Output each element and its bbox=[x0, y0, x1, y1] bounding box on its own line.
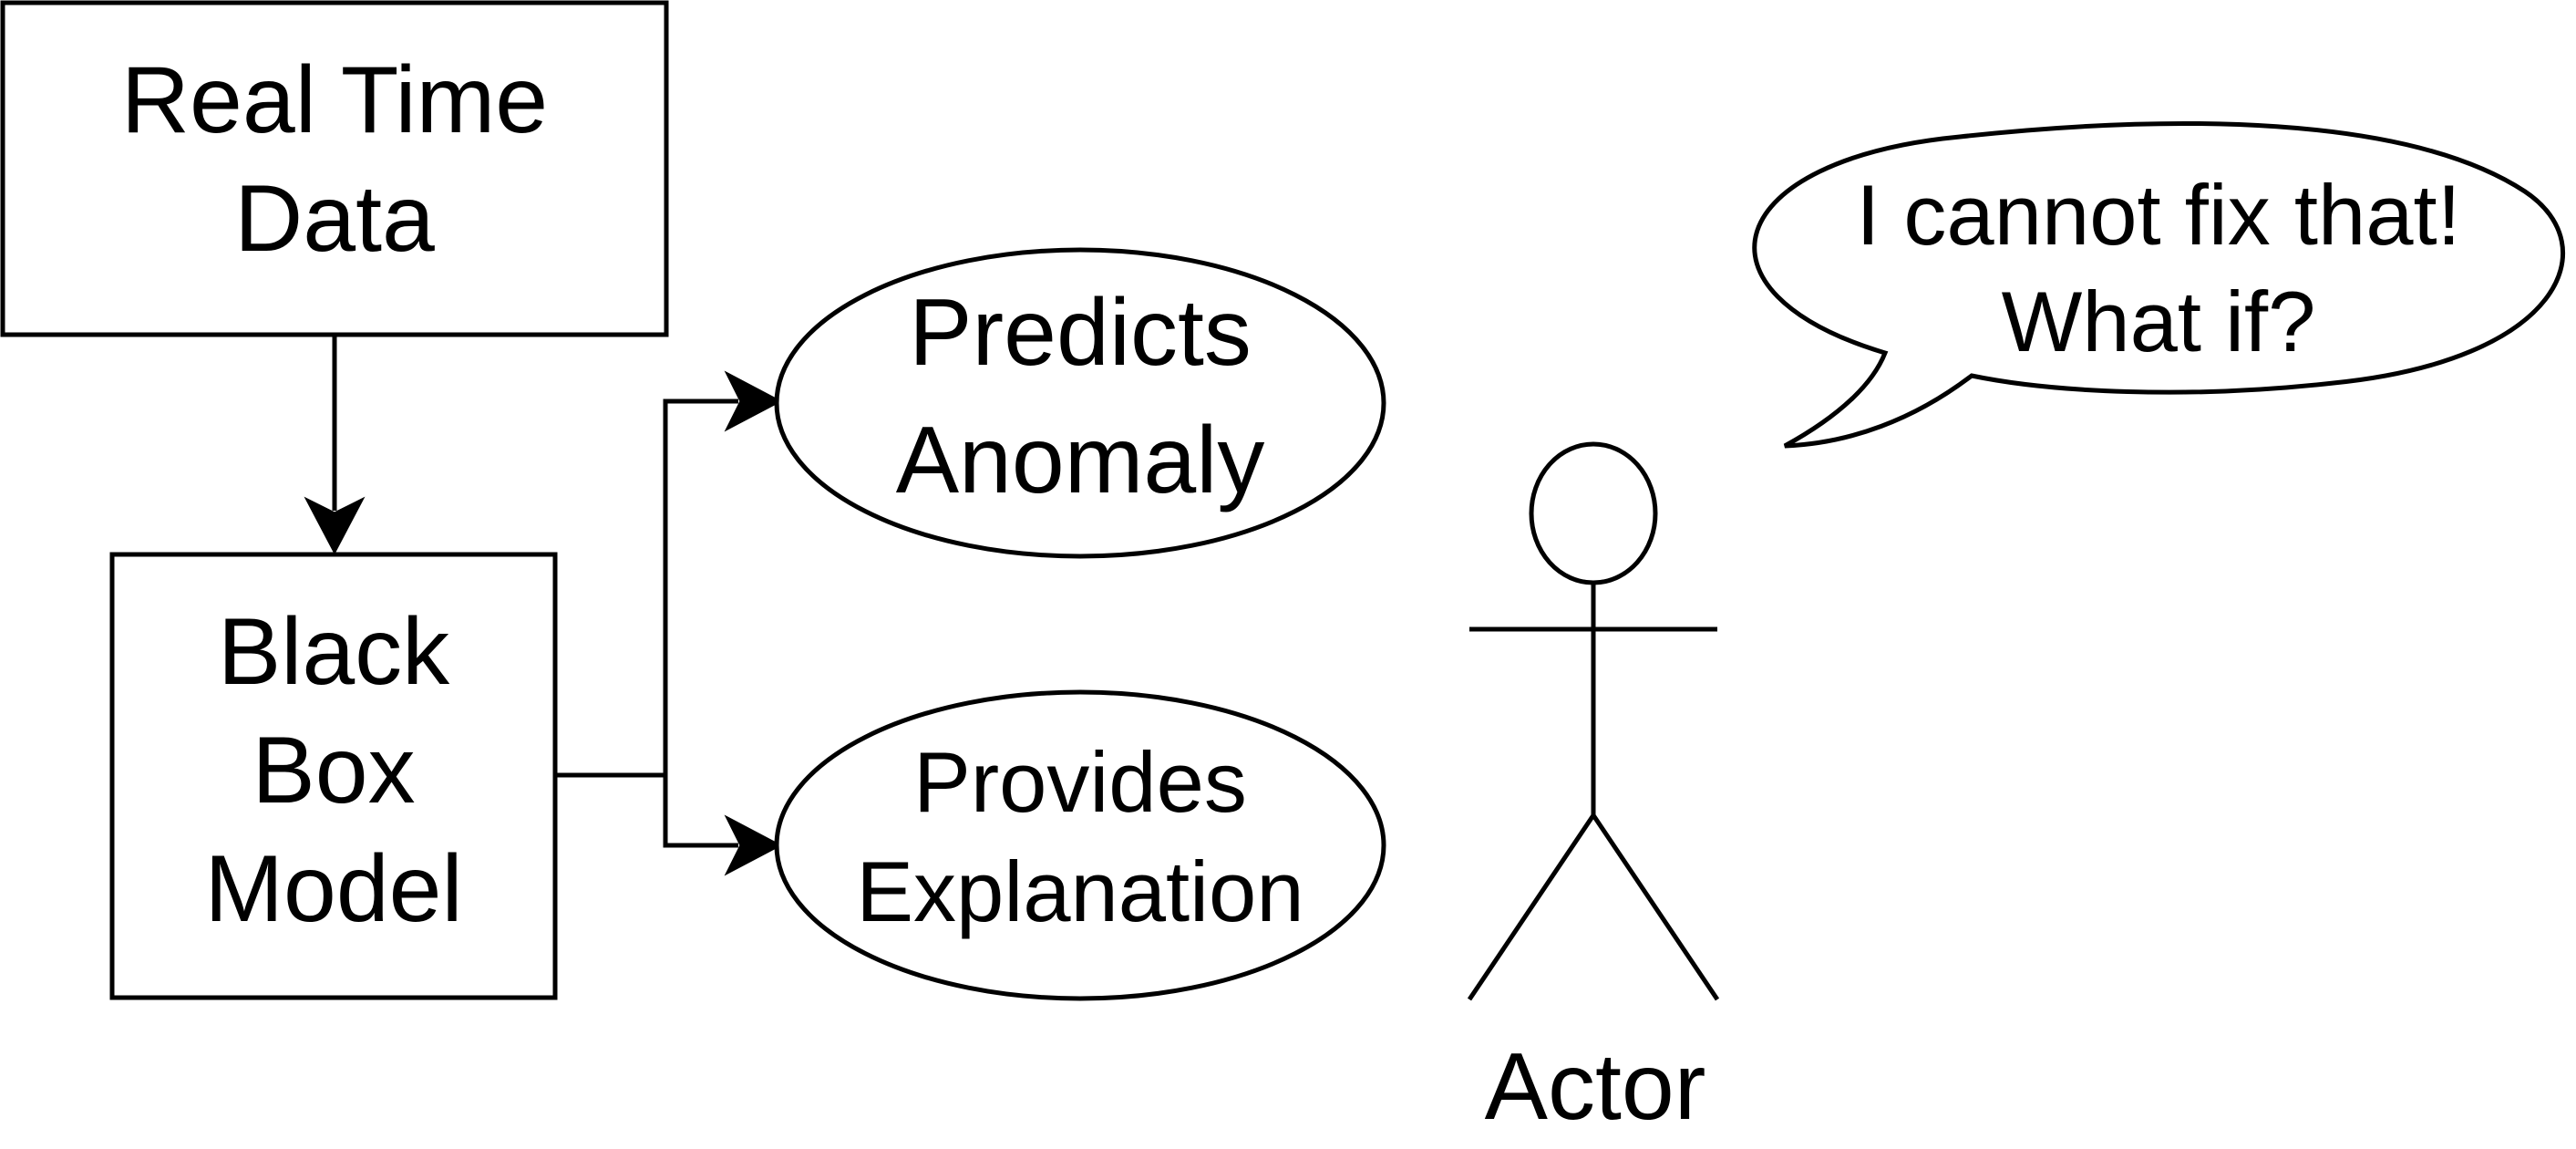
speech-bubble-text-line1: I cannot fix that! bbox=[1856, 167, 2461, 263]
real-time-data-box[interactable]: Real Time Data bbox=[0, 0, 669, 337]
real-time-data-label-line1: Real Time bbox=[121, 47, 548, 153]
predicts-anomaly-label-line2: Anomaly bbox=[896, 408, 1265, 513]
actor-right-leg bbox=[1591, 813, 1720, 1001]
predicts-anomaly-label-line1: Predicts bbox=[909, 280, 1252, 386]
actor-head bbox=[1529, 441, 1658, 585]
black-box-model-label-line1: Black bbox=[218, 599, 450, 705]
speech-bubble: I cannot fix that! What if? bbox=[1752, 121, 2566, 449]
provides-explanation-label-line1: Provides bbox=[913, 734, 1247, 830]
data-to-model-arrow bbox=[304, 335, 366, 555]
model-output-connector bbox=[555, 370, 783, 876]
actor-label: Actor bbox=[1485, 1034, 1706, 1140]
real-time-data-label-line2: Data bbox=[234, 166, 435, 272]
speech-bubble-text-line2: What if? bbox=[2002, 274, 2316, 369]
speech-bubble-outline bbox=[1752, 121, 2566, 449]
provides-explanation-label-line2: Explanation bbox=[856, 844, 1303, 939]
provides-explanation-ellipse[interactable]: Provides Explanation bbox=[774, 689, 1386, 1001]
predicts-anomaly-ellipse[interactable]: Predicts Anomaly bbox=[774, 247, 1386, 559]
actor-left-leg bbox=[1467, 813, 1596, 1001]
actor-figure[interactable]: Actor bbox=[1467, 441, 1720, 1140]
black-box-model-box[interactable]: Black Box Model bbox=[109, 552, 558, 1000]
black-box-model-label-line3: Model bbox=[204, 836, 462, 942]
black-box-model-label-line2: Box bbox=[252, 718, 415, 823]
